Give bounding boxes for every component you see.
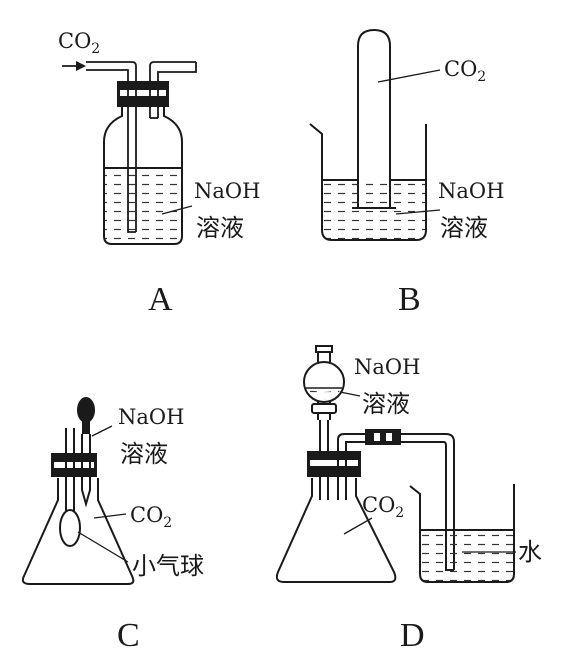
- glass-tube-c: [65, 428, 75, 512]
- label-d-naoh: NaOH: [354, 355, 420, 379]
- naoh-liquid-a: [104, 168, 182, 244]
- small-balloon: [59, 509, 81, 547]
- inlet-tube-a: [86, 61, 137, 233]
- label-b-solution: 溶液: [440, 214, 488, 242]
- conical-flask-d: [275, 478, 397, 583]
- dropper-tube: [81, 434, 91, 508]
- apparatus-b: [309, 28, 441, 241]
- test-tube-b: [357, 28, 391, 208]
- label-d-gas: CO2: [362, 493, 404, 521]
- label-d-water: 水: [518, 538, 542, 566]
- label-b-letter: B: [398, 281, 421, 318]
- label-c-solution: 溶液: [120, 440, 168, 468]
- beaker-d: [409, 484, 515, 583]
- beaker-b: [309, 123, 427, 241]
- apparatus-a: [62, 61, 197, 245]
- rubber-connector: [365, 429, 401, 445]
- water-liquid: [420, 530, 514, 582]
- label-c-gas: CO2: [130, 503, 172, 531]
- label-d-solution: 溶液: [362, 390, 410, 418]
- gas-washing-bottle: [103, 104, 183, 245]
- label-b-naoh: NaOH: [438, 179, 504, 203]
- delivery-tube-d: [400, 433, 455, 571]
- label-c-naoh: NaOH: [118, 405, 184, 429]
- stopcock: [311, 403, 337, 414]
- label-c-letter: C: [117, 617, 140, 654]
- label-a-naoh: NaOH: [194, 179, 260, 203]
- label-a-letter: A: [148, 281, 173, 318]
- label-d-letter: D: [400, 617, 425, 654]
- conical-flask-c: [21, 478, 135, 585]
- naoh-liquid-b: [322, 180, 426, 240]
- label-c-balloon: 小气球: [132, 552, 204, 580]
- outlet-tube-a: [149, 61, 197, 118]
- label-a-solution: 溶液: [196, 214, 244, 242]
- apparatus-c: [21, 397, 135, 585]
- label-a-gas: CO2: [58, 29, 100, 57]
- apparatus-d: [275, 345, 516, 583]
- dropper-bulb: [77, 397, 95, 423]
- label-b-gas: CO2: [444, 57, 486, 85]
